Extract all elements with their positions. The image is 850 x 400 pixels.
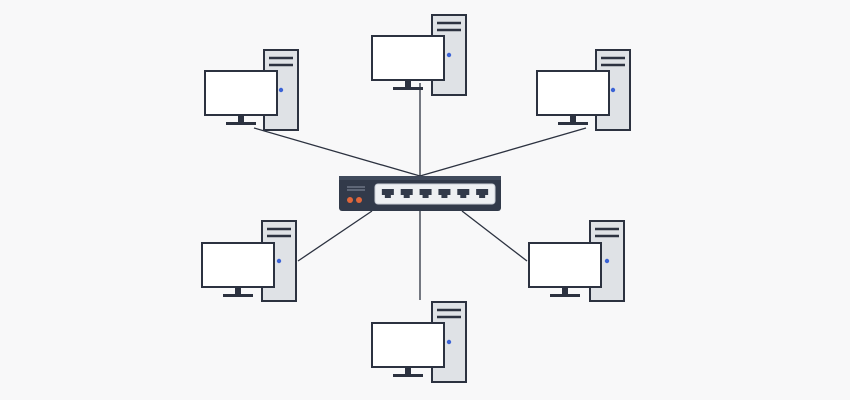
monitor-neck [405,80,411,87]
monitor-screen [536,70,610,116]
cable-computer-lower-right [461,210,528,262]
monitor-screen [371,35,445,81]
cable-computer-upper-right [419,127,587,177]
ethernet-port-icon [438,189,451,198]
cable-computer-lower-left [297,210,373,262]
ethernet-port-icon [381,189,394,198]
power-button-icon [610,87,616,93]
computer-upper-left [204,49,299,131]
power-button-icon [446,339,452,345]
monitor-neck [238,115,244,122]
computers [201,14,631,383]
monitor-base [393,374,423,377]
computer-top [371,14,467,96]
power-button-icon [446,52,452,58]
monitor-base [558,122,588,125]
switch-led-icon [356,197,362,203]
switch-led-icon [347,197,353,203]
power-button-icon [604,258,610,264]
power-button-icon [278,87,284,93]
monitor-screen [371,322,445,368]
monitor-base [550,294,580,297]
power-button-icon [276,258,282,264]
switch-top-edge [339,176,501,180]
monitor-base [226,122,256,125]
monitor-neck [562,287,568,294]
computer-lower-right [528,220,625,302]
monitor-neck [405,367,411,374]
monitor-screen [201,242,275,288]
monitor-screen [528,242,602,288]
computer-lower-left [201,220,297,302]
monitor-base [393,87,423,90]
cables [253,83,587,300]
network-switch [339,176,501,211]
monitor-screen [204,70,278,116]
ethernet-port-icon [476,189,489,198]
cable-computer-upper-left [253,127,421,177]
ethernet-port-icon [400,189,413,198]
monitor-base [223,294,253,297]
computer-upper-right [536,49,631,131]
computer-bottom [371,301,467,383]
monitor-neck [235,287,241,294]
ethernet-port-icon [419,189,432,198]
monitor-neck [570,115,576,122]
ethernet-port-icon [457,189,470,198]
